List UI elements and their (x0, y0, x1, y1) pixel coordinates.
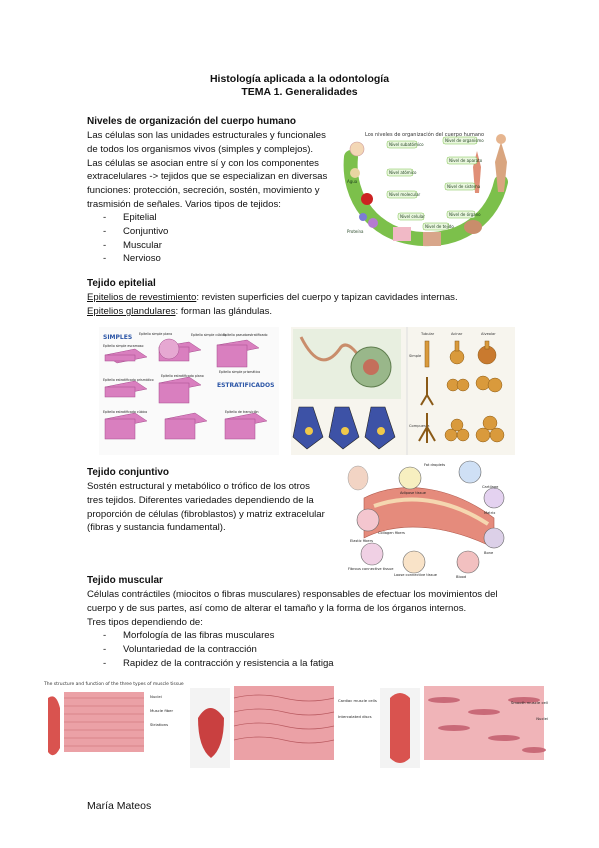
heading-muscle: Tejido muscular (87, 575, 163, 586)
epi-label: Epitelio estratificado plano (161, 374, 204, 378)
muscle-figure: The structure and function of the three … (40, 678, 550, 778)
levels-label: Agua (347, 179, 358, 184)
list-item: Rapidez de la contracción y resistencia … (87, 657, 487, 671)
connective-line: (fibras y sustancia fundamental). (87, 522, 226, 534)
glands-figure: Tubular Acinar Alveolar Simple Compuesta (291, 327, 515, 455)
levels-label: Nivel de aparato (449, 158, 483, 163)
connective-line: tres tejidos. Diferentes variedades depe… (87, 494, 314, 506)
document-title: Histología aplicada a la odontología (209, 73, 390, 85)
connective-line: Sostén estructural y metabólico o trófic… (87, 481, 310, 492)
muscle-label: Muscle fiber (150, 708, 173, 713)
connective-figure: Fat droplets Adipose tissue Cartilage Ma… (344, 458, 516, 580)
tag-simple: SIMPLES (103, 334, 132, 341)
levels-label: Nivel celular (400, 214, 425, 219)
muscle-figure-header: The structure and function of the three … (43, 681, 184, 687)
muscle-line: Células contráctiles (miocitos o fibras … (87, 589, 498, 600)
gland-label: Alveolar (481, 332, 496, 336)
epi-label: Epitelio estratificado prismático (103, 378, 154, 382)
connective-label: Bone (484, 551, 494, 555)
heading-connective: Tejido conjuntivo (87, 467, 170, 478)
connective-label: Fibrous connective tissue (348, 567, 394, 571)
term-coating-epithelia: Epitelios de revestimiento (87, 292, 197, 303)
levels-label: Nivel subatómico (389, 142, 424, 147)
document-subtitle: TEMA 1. Generalidades (241, 86, 358, 98)
muscle-label: Striations (150, 722, 168, 727)
levels-line: trasmisión de señales. Varios tipos de t… (87, 198, 281, 210)
heading-epithelial: Tejido epitelial (87, 278, 156, 289)
footer-author: María Mateos (87, 800, 152, 812)
tissue-types-list: Epitelial Conjuntivo Muscular Nervioso (87, 211, 287, 266)
levels-figure: Los niveles de organización del cuerpo h… (343, 127, 515, 257)
epithelial-line-1-text: : revisten superficies del cuerpo y tapi… (196, 292, 458, 303)
levels-label: Nivel molecular (389, 192, 421, 197)
epithelial-paragraph: Epitelios de revestimiento: revisten sup… (87, 291, 517, 319)
levels-line: funciones: protección, secreción, sostén… (87, 185, 320, 197)
gland-label: Simple (409, 354, 422, 358)
levels-line: de todos los organismos vivos (simples y… (87, 143, 314, 155)
list-item: Muscular (87, 239, 287, 253)
epithelial-line-2-text: : forman las glándulas. (175, 305, 273, 317)
muscle-line: cuerpo y de sus partes, así como de alte… (87, 602, 467, 614)
gland-label: Compuesta (409, 424, 429, 428)
levels-label: Nivel de sistema (447, 184, 481, 189)
epi-label: Epitelio pseudoestratificado (223, 333, 268, 337)
epi-label: Epitelio de transición (225, 410, 259, 414)
gland-label: Acinar (451, 332, 463, 336)
connective-line: proporción de células (fibroblastos) y m… (87, 508, 325, 520)
epi-label: Epitelio estratificado cúbico (103, 410, 147, 414)
gland-label: Tubular (420, 332, 435, 336)
levels-label: Nivel de tejido (425, 224, 454, 229)
heading-levels: Niveles de organización del cuerpo human… (87, 116, 296, 127)
muscle-criteria-list: Morfología de las fibras musculares Volu… (87, 629, 487, 670)
connective-label: Collagen fibers (378, 531, 405, 535)
tag-stratified: ESTRATIFICADOS (217, 382, 274, 389)
connective-label: Blood (456, 575, 466, 579)
muscle-line: Tres tipos dependiendo de: (87, 616, 203, 628)
levels-label: Nivel atómico (389, 170, 417, 175)
muscle-label: Nuclei (536, 716, 548, 721)
muscle-label: Intercalated discs (338, 714, 372, 719)
levels-label: Nivel de organismo (445, 138, 484, 143)
epithelium-types-figure: SIMPLES ESTRATIFICADOS Epitelio simple p… (99, 327, 279, 455)
list-item: Morfología de las fibras musculares (87, 629, 487, 643)
connective-label: Adipose tissue (400, 491, 427, 495)
list-item: Voluntariedad de la contracción (87, 643, 487, 657)
connective-label: Matrix (484, 511, 496, 515)
list-item: Conjuntivo (87, 225, 287, 239)
epi-label: Epitelio simple prismático (219, 370, 260, 374)
levels-line: Las células son las unidades estructural… (87, 130, 326, 141)
levels-line: extracelulares -> tejidos que se especia… (87, 171, 328, 183)
levels-figure-header: Los niveles de organización del cuerpo h… (365, 131, 484, 138)
levels-line: Las células se asocian entre sí y con lo… (87, 157, 319, 169)
connective-paragraph: Sostén estructural y metabólico o trófic… (87, 480, 337, 535)
connective-label: Elastic fibers (350, 539, 373, 543)
epi-label: Epitelio simple cúbico (191, 333, 226, 337)
epi-label: Epitelio simple plano (139, 332, 172, 336)
connective-label: Cartilage (482, 485, 499, 489)
muscle-label: Nuclei (150, 694, 162, 699)
list-item: Epitelial (87, 211, 287, 225)
epi-label: Epitelio simple escamoso (103, 344, 143, 348)
muscle-paragraph: Células contráctiles (miocitos o fibras … (87, 588, 527, 629)
epithelial-line-1: Epitelios de revestimiento: revisten sup… (87, 291, 517, 305)
levels-paragraph: Las células son las unidades estructural… (87, 129, 339, 212)
epithelial-line-2: Epitelios glandulares: forman las glándu… (87, 305, 517, 319)
term-glandular-epithelia: Epitelios glandulares (87, 305, 176, 317)
connective-label: Loose connective tissue (394, 573, 438, 577)
list-item: Nervioso (87, 252, 287, 266)
muscle-label: Smooth muscle cell (511, 700, 548, 705)
levels-label: Proteína (347, 229, 364, 234)
levels-label: Nivel de órgano (449, 212, 481, 217)
connective-label: Fat droplets (424, 463, 445, 467)
muscle-label: Cardiac muscle cells (338, 698, 377, 703)
